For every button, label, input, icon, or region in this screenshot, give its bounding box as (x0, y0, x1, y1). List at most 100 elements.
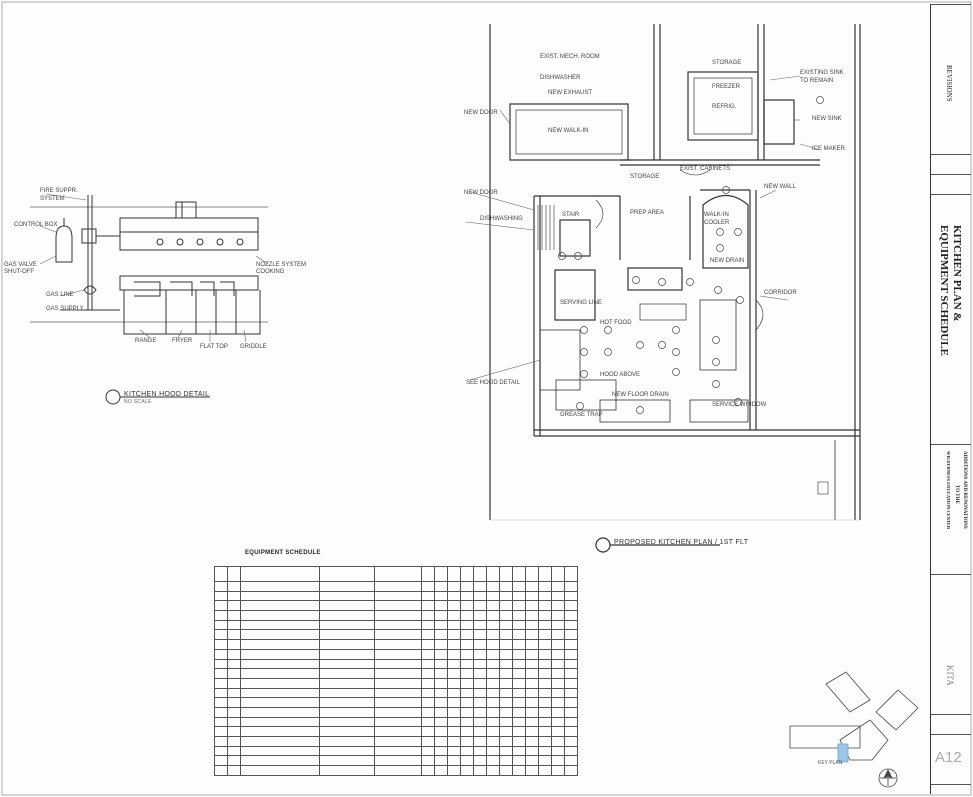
schedule-cell (564, 629, 578, 641)
revisions-label: REVISIONS (945, 65, 953, 102)
schedule-cell (240, 716, 320, 728)
plan-note: SEE HOOD DETAIL (466, 380, 520, 386)
schedule-cell (319, 648, 375, 660)
schedule-row (214, 668, 578, 679)
schedule-cell (460, 726, 474, 737)
schedule-header-cell (421, 566, 435, 582)
schedule-cell (473, 755, 487, 767)
schedule-cell (227, 736, 241, 747)
schedule-cell (512, 716, 526, 728)
schedule-cell (551, 658, 565, 670)
schedule-cell (214, 648, 228, 660)
schedule-cell (512, 610, 526, 621)
schedule-cell (227, 677, 241, 689)
schedule-row (214, 736, 578, 747)
schedule-cell (525, 687, 539, 699)
schedule-row (214, 581, 578, 592)
schedule-cell (447, 726, 461, 737)
schedule-cell (525, 668, 539, 679)
schedule-cell (434, 648, 448, 660)
schedule-cell (421, 687, 435, 699)
schedule-cell (564, 716, 578, 728)
schedule-cell (240, 755, 320, 767)
schedule-header-cell (486, 566, 500, 582)
schedule-cell (374, 610, 422, 621)
schedule-row (214, 648, 578, 660)
drawing-title-line1: KITCHEN PLAN & (951, 225, 963, 322)
schedule-cell (512, 629, 526, 641)
schedule-cell (564, 765, 578, 776)
schedule-cell (538, 619, 552, 631)
schedule-cell (460, 706, 474, 718)
schedule-cell (525, 629, 539, 641)
schedule-cell (434, 619, 448, 631)
schedule-cell (460, 677, 474, 689)
schedule-cell (227, 648, 241, 660)
schedule-cell (319, 706, 375, 718)
schedule-cell (434, 581, 448, 592)
schedule-cell (486, 697, 500, 708)
schedule-cell (499, 716, 513, 728)
schedule-header-cell (434, 566, 448, 582)
schedule-row (214, 658, 578, 670)
schedule-cell (240, 619, 320, 631)
schedule-cell (227, 716, 241, 728)
schedule-cell (564, 687, 578, 699)
schedule-header-cell (374, 566, 422, 582)
schedule-cell (374, 600, 422, 612)
schedule-cell (460, 581, 474, 592)
schedule-cell (512, 639, 526, 650)
schedule-cell (374, 687, 422, 699)
schedule-cell (473, 706, 487, 718)
schedule-cell (499, 590, 513, 602)
schedule-cell (421, 706, 435, 718)
schedule-cell (319, 600, 375, 612)
schedule-cell (421, 648, 435, 660)
schedule-cell (551, 706, 565, 718)
schedule-cell (460, 765, 474, 776)
schedule-cell (447, 706, 461, 718)
schedule-cell (486, 668, 500, 679)
schedule-cell (525, 677, 539, 689)
drawing-title-line2: EQUIPMENT SCHEDULE (938, 225, 950, 356)
schedule-cell (434, 726, 448, 737)
schedule-cell (460, 755, 474, 767)
schedule-cell (525, 706, 539, 718)
schedule-cell (551, 726, 565, 737)
schedule-cell (319, 629, 375, 641)
schedule-cell (214, 736, 228, 747)
schedule-cell (447, 765, 461, 776)
schedule-cell (525, 648, 539, 660)
plan-note: HOT FOOD (600, 320, 632, 326)
schedule-cell (374, 736, 422, 747)
schedule-cell (374, 745, 422, 757)
schedule-cell (447, 697, 461, 708)
schedule-cell (227, 745, 241, 757)
schedule-cell (512, 736, 526, 747)
schedule-cell (227, 668, 241, 679)
schedule-cell (512, 765, 526, 776)
schedule-row (214, 765, 578, 776)
schedule-cell (525, 581, 539, 592)
plan-note: NEW SINK (812, 116, 842, 122)
schedule-cell (447, 658, 461, 670)
project-line1: ADDITIONS AND RENOVATIONS (962, 451, 967, 529)
plan-note: ICE MAKER (812, 146, 846, 152)
schedule-header-cell (538, 566, 552, 582)
schedule-cell (447, 648, 461, 660)
schedule-cell (319, 639, 375, 650)
title-block-row (931, 154, 971, 175)
schedule-cell (374, 590, 422, 602)
hood-note: CONTROL BOX (14, 222, 58, 228)
schedule-cell (512, 726, 526, 737)
hood-note: NOZZLE SYSTEM (256, 262, 307, 268)
schedule-cell (421, 619, 435, 631)
schedule-cell (447, 687, 461, 699)
schedule-row (214, 687, 578, 699)
schedule-row (214, 629, 578, 641)
schedule-cell (434, 639, 448, 650)
schedule-cell (447, 745, 461, 757)
schedule-cell (525, 736, 539, 747)
